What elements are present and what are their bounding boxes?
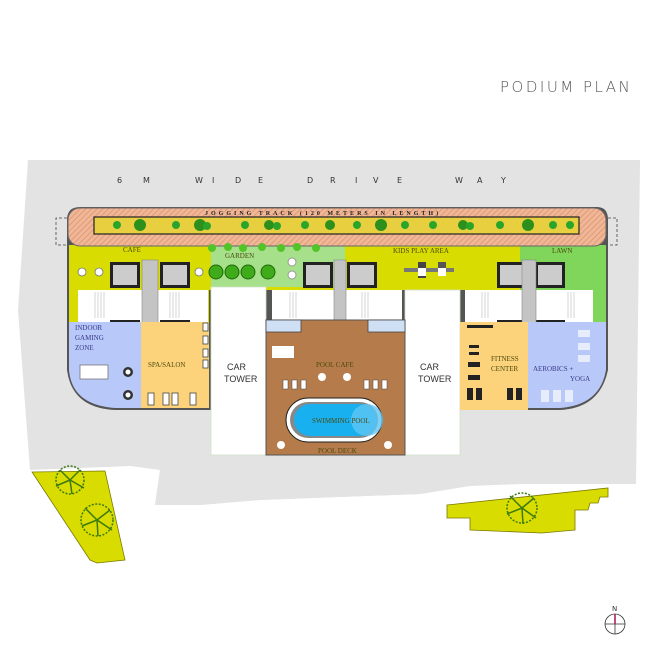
- svg-text:YOGA: YOGA: [570, 375, 590, 383]
- lawn-label: LAWN: [552, 247, 572, 255]
- fitness-center-label: FITNESS: [491, 355, 519, 363]
- car-tower-left: [210, 286, 267, 456]
- driveway-label: 6 M W I D E D R I V E W A Y: [117, 176, 506, 185]
- landscape-patch-right: [446, 487, 609, 534]
- swimming-pool-label: SWIMMING POOL: [312, 417, 370, 425]
- car-tower-right: [404, 289, 461, 456]
- svg-text:TOWER: TOWER: [224, 374, 258, 384]
- svg-text:TOWER: TOWER: [418, 374, 452, 384]
- svg-text:D: D: [307, 176, 313, 185]
- svg-text:V: V: [373, 176, 379, 185]
- svg-text:E: E: [258, 176, 263, 185]
- planter-shrubs: [113, 219, 574, 231]
- svg-text:W: W: [195, 176, 203, 185]
- page-title: PODIUM PLAN: [500, 78, 633, 96]
- jogging-track-label: JOGGING TRACK (120 METERS IN LENGTH): [205, 210, 441, 217]
- svg-text:N: N: [612, 605, 617, 613]
- lounge-chairs: [282, 379, 388, 390]
- planter-strip: [93, 216, 580, 235]
- north-arrow-icon: N: [604, 605, 626, 635]
- car-tower-right-label: CAR: [420, 362, 440, 372]
- svg-text:I: I: [355, 176, 357, 185]
- svg-text:D: D: [235, 176, 241, 185]
- tree-icon: [55, 465, 114, 537]
- svg-text:Y: Y: [500, 176, 506, 185]
- pool-cafe-tables: [277, 373, 392, 449]
- kids-play-area-label: KIDS PLAY AREA: [393, 247, 449, 255]
- pool-cafe-label: POOL CAFE: [316, 361, 354, 369]
- indoor-gaming-label: INDOOR: [75, 324, 103, 332]
- cafe-label: CAFE: [123, 246, 141, 254]
- svg-text:CENTER: CENTER: [491, 365, 519, 373]
- aerobics-yoga-label: AEROBICS +: [533, 365, 573, 373]
- landscape-patch-left: [31, 470, 126, 564]
- pool-deck-label: POOL DECK: [318, 447, 357, 455]
- svg-text:A: A: [477, 176, 483, 185]
- car-tower-left-label: CAR: [227, 362, 247, 372]
- kids-play-structure: [404, 262, 454, 278]
- spa-salon-label: SPA/SALON: [148, 361, 185, 369]
- svg-text:GAMING: GAMING: [75, 334, 104, 342]
- svg-text:ZONE: ZONE: [75, 344, 94, 352]
- svg-text:R: R: [330, 176, 336, 185]
- svg-text:M: M: [143, 176, 150, 185]
- tree-icon: [506, 492, 538, 525]
- svg-text:6: 6: [117, 176, 122, 185]
- svg-text:W: W: [455, 176, 463, 185]
- svg-text:I: I: [212, 176, 214, 185]
- garden-label: GARDEN: [225, 252, 254, 260]
- svg-text:E: E: [397, 176, 402, 185]
- garden-trees: [208, 243, 320, 280]
